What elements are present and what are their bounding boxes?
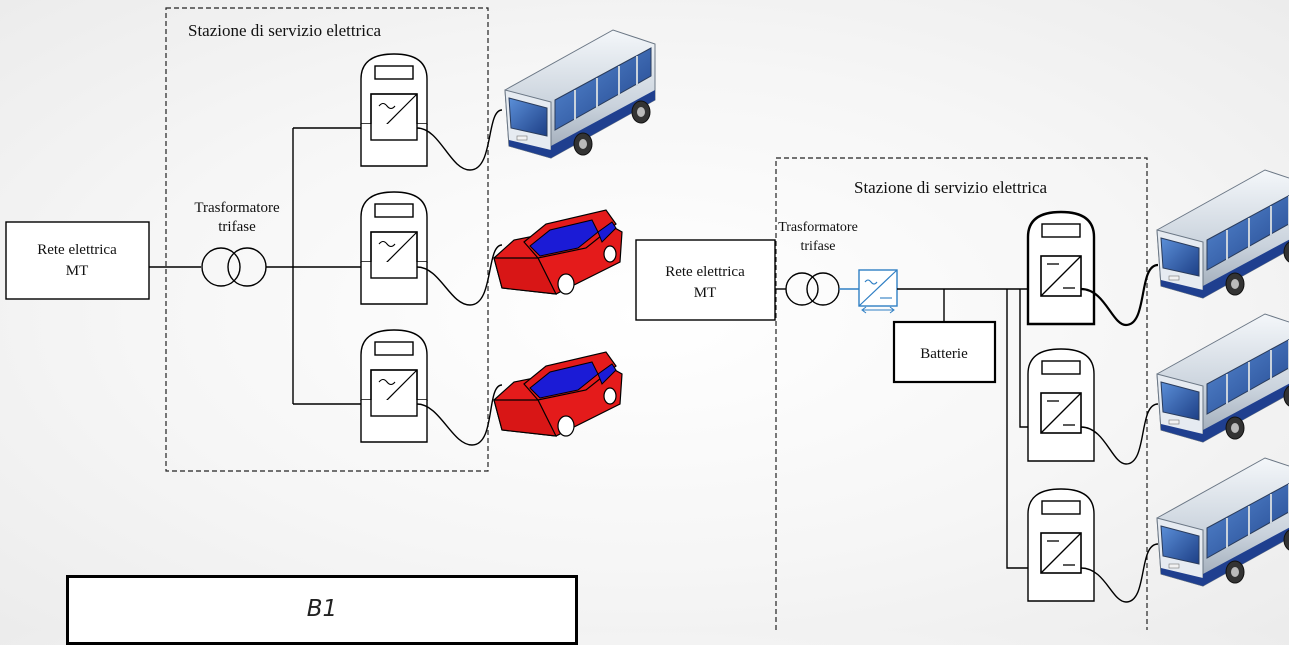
bus-icon <box>1156 457 1289 587</box>
ac-dc-converter-icon <box>858 269 898 314</box>
left-cable-1 <box>416 109 503 171</box>
right-transformer-icon <box>785 272 840 306</box>
left-transformer-label-1: Trasformatore <box>194 200 280 216</box>
caption-label: B1 <box>306 596 338 622</box>
right-cable-2 <box>1080 403 1159 465</box>
right-grid-label-2: MT <box>694 285 717 301</box>
right-transformer-label-1: Trasformatore <box>778 220 858 235</box>
left-charging-station-3 <box>360 329 428 443</box>
right-diagram: Stazione di servizio elettrica Rete elet… <box>635 157 1289 630</box>
right-station-label: Stazione di servizio elettrica <box>854 178 1048 197</box>
bus-icon <box>1156 169 1289 299</box>
left-diagram: Stazione di servizio elettrica Rete elet… <box>5 7 656 472</box>
right-grid-label-1: Rete elettrica <box>665 264 745 280</box>
right-cable-3 <box>1080 543 1159 603</box>
battery-box <box>892 320 997 384</box>
car-icon <box>493 351 623 437</box>
right-station-boundary <box>775 157 1148 630</box>
right-grid-box <box>635 239 776 321</box>
left-transformer-label-2: trifase <box>218 219 256 235</box>
left-cable-2 <box>416 244 503 306</box>
right-charging-station-1 <box>1027 211 1095 325</box>
right-feeder-outer <box>1006 289 1033 569</box>
left-cable-3 <box>416 384 503 446</box>
left-grid-label-2: MT <box>66 263 89 279</box>
right-station-1-highlight <box>1026 210 1096 326</box>
left-grid-label-1: Rete elettrica <box>37 242 117 258</box>
car-icon <box>493 209 623 295</box>
left-grid-box <box>5 221 150 300</box>
right-cable-1 <box>1080 263 1159 327</box>
bus-icon <box>1156 313 1289 443</box>
left-station-label: Stazione di servizio elettrica <box>188 21 382 40</box>
caption-box: B1 <box>66 575 578 645</box>
right-charging-station-2 <box>1027 348 1095 462</box>
left-charging-station-2 <box>360 191 428 305</box>
left-station-boundary <box>165 7 489 472</box>
bus-icon <box>504 29 656 159</box>
diagram-canvas: Stazione di servizio elettrica Rete elet… <box>5 7 1289 630</box>
right-charging-station-3 <box>1027 488 1095 602</box>
left-transformer-icon <box>201 247 267 287</box>
battery-label: Batterie <box>920 346 968 362</box>
right-transformer-label-2: trifase <box>801 239 836 254</box>
left-charging-station-1 <box>360 53 428 167</box>
